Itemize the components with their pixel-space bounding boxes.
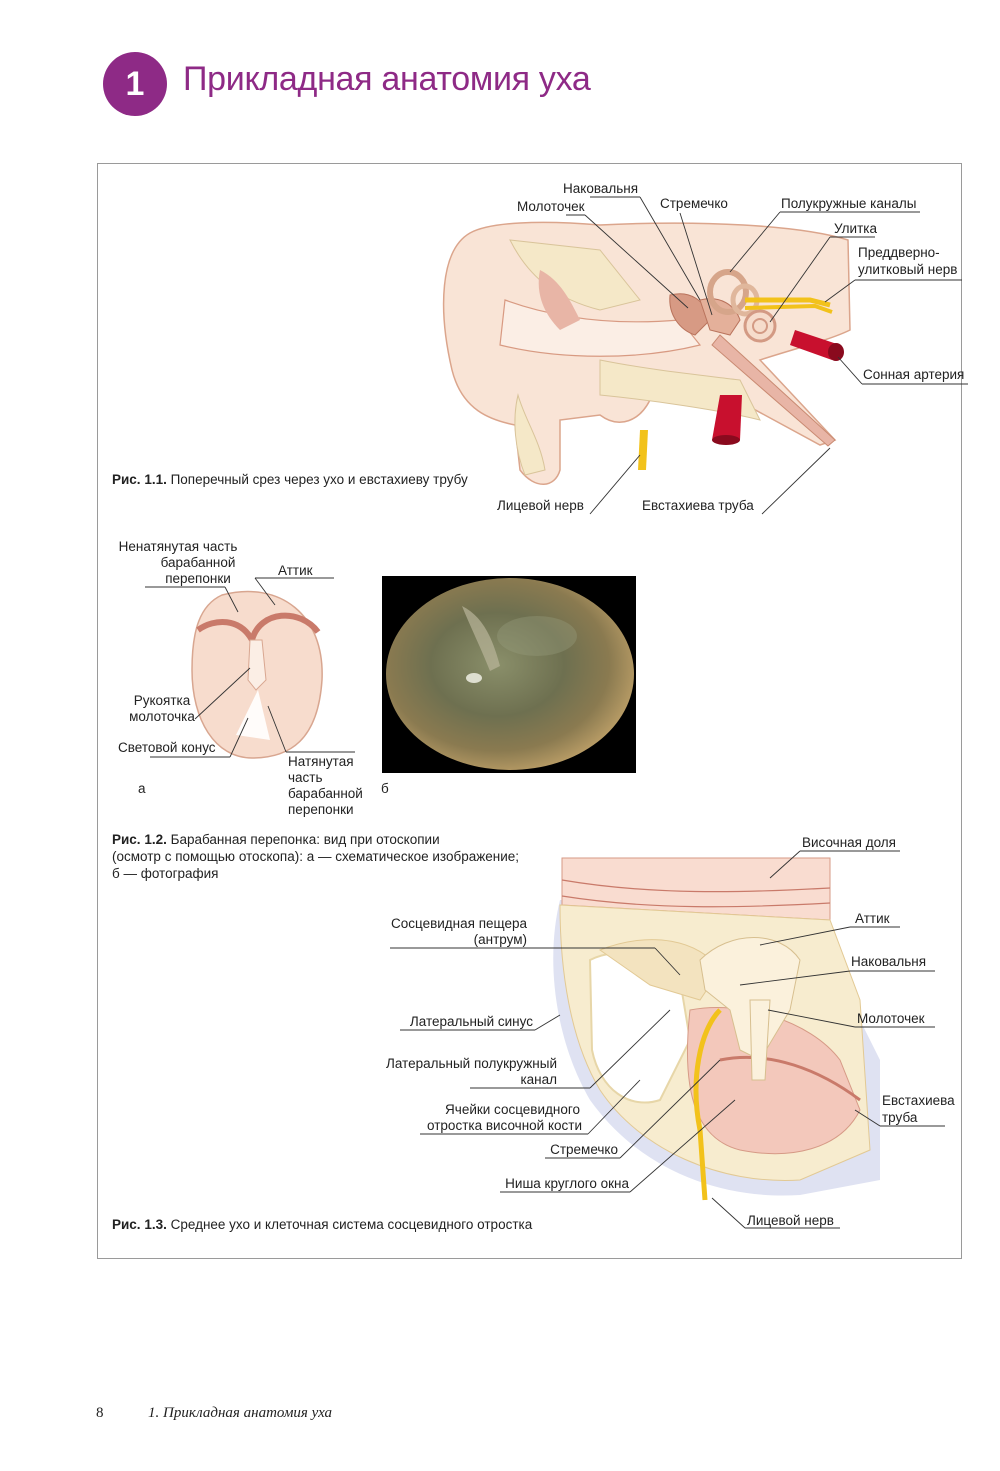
fig2-label-flaccid-line3: перепонки xyxy=(165,571,231,586)
fig1-caption: Рис. 1.1. Поперечный срез через ухо и ев… xyxy=(112,472,468,487)
fig3-label-malleus: Молоточек xyxy=(857,1011,925,1026)
running-footer-title: 1. Прикладная анатомия уха xyxy=(148,1405,333,1421)
fig3-label-eustachian-line1: Евстахиева xyxy=(882,1093,955,1108)
fig3-label-incus: Наковальня xyxy=(851,954,927,969)
fig2-panel-b-letter: б xyxy=(381,781,389,796)
fig2-label-tense-line1: Натянутая xyxy=(288,754,354,769)
fig3-label-antrum-line2: (антрум) xyxy=(473,932,527,947)
fig2-label-light-cone: Световой конус xyxy=(118,740,216,755)
fig3-label-round-window-niche: Ниша круглого окна xyxy=(505,1176,629,1191)
fig2-label-handle-line1: Рукоятка xyxy=(133,693,191,708)
fig1-label-incus: Наковальня xyxy=(563,181,639,196)
fig3-label-stapes: Стремечко xyxy=(550,1142,618,1157)
fig3-label-temporal-lobe: Височная доля xyxy=(802,835,896,850)
fig3-label-facial-nerve: Лицевой нерв xyxy=(747,1213,834,1228)
fig2-label-tense-line4: перепонки xyxy=(288,802,354,817)
fig3-label-antrum-line1: Сосцевидная пещера xyxy=(390,916,527,931)
fig1-label-eustachian-tube: Евстахиева труба xyxy=(642,498,754,513)
fig2-label-tense-line3: барабанной xyxy=(288,786,363,801)
page-number: 8 xyxy=(96,1405,104,1421)
fig2-label-flaccid-line2: барабанной xyxy=(160,555,236,570)
fig1-label-facial-nerve: Лицевой нерв xyxy=(497,498,584,513)
fig2-panel-a-letter: а xyxy=(138,781,146,796)
fig1-label-stapes: Стремечко xyxy=(660,196,728,211)
fig3-label-lat-canal-line2: канал xyxy=(520,1072,557,1087)
fig1-label-malleus: Молоточек xyxy=(517,199,585,214)
chapter-title: Прикладная анатомия уха xyxy=(183,60,591,98)
chapter-number-badge: 1 xyxy=(103,52,167,116)
fig3-label-cells-line2: отростка височной кости xyxy=(427,1118,582,1133)
fig2-label-flaccid-line1: Ненатянутая часть xyxy=(118,539,238,554)
fig3-label-lateral-sinus: Латеральный синус xyxy=(409,1014,533,1029)
fig3-label-eustachian-line2: труба xyxy=(882,1110,918,1125)
fig3-caption: Рис. 1.3. Среднее ухо и клеточная систем… xyxy=(112,1217,533,1232)
fig3-label-attic: Аттик xyxy=(855,911,890,926)
fig2-label-tense-line2: часть xyxy=(288,770,323,785)
fig3-label-lat-canal-line1: Латеральный полукружный xyxy=(385,1056,557,1071)
fig3-label-cells-line1: Ячейки сосцевидного xyxy=(445,1102,580,1117)
fig1-label-semicircular-canals: Полукружные каналы xyxy=(781,196,917,211)
fig1-label-carotid: Сонная артерия xyxy=(863,367,965,382)
fig1-label-nerve-line2: улитковый нерв xyxy=(858,262,958,277)
fig2-label-handle-line2: молоточка xyxy=(129,709,195,724)
fig1-label-nerve-line1: Преддверно- xyxy=(858,245,940,260)
figure-frame xyxy=(97,163,962,1259)
fig1-label-cochlea: Улитка xyxy=(834,221,877,236)
fig2-caption: Рис. 1.2. Барабанная перепонка: вид при … xyxy=(112,832,520,881)
fig2-label-attic: Аттик xyxy=(278,563,313,578)
otoscopy-photo xyxy=(382,576,636,773)
